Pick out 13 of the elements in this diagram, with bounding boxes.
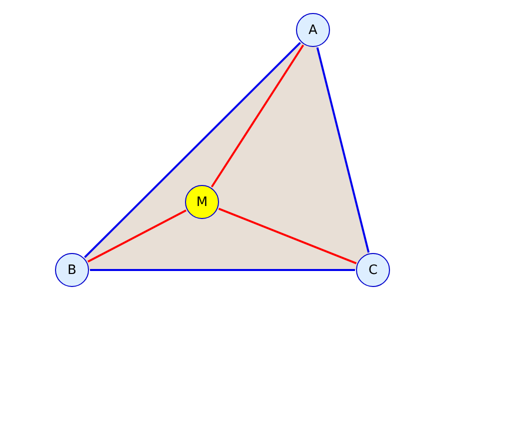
vertex-circle	[296, 13, 330, 47]
vertex-label: M	[196, 194, 208, 210]
line	[210, 44, 304, 188]
line	[316, 47, 370, 253]
vertex-circle	[356, 253, 390, 287]
line	[218, 208, 357, 264]
line	[90, 269, 355, 271]
vertex-label: C	[368, 262, 378, 278]
line	[84, 42, 301, 258]
vertex-label: B	[68, 262, 76, 278]
vertex-label: A	[308, 22, 318, 38]
vertex-circle	[55, 253, 89, 287]
line	[87, 209, 187, 263]
